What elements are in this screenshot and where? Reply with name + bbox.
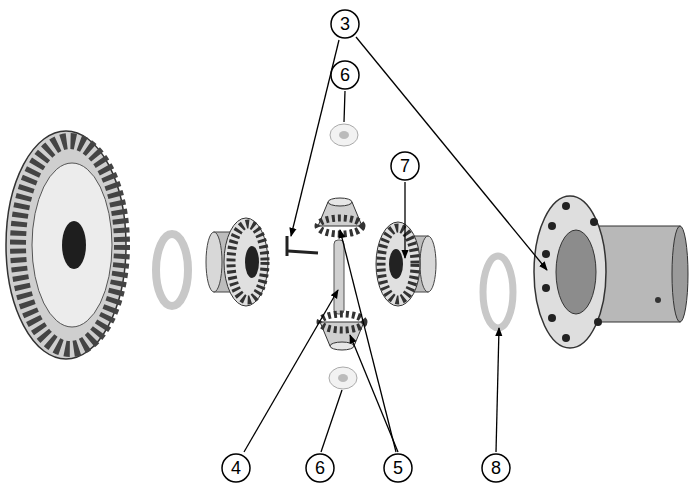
callout-circle: 6 xyxy=(305,453,335,483)
washer-hole xyxy=(338,374,348,382)
callout-circle: 4 xyxy=(221,453,251,483)
callout-circle: 3 xyxy=(330,9,360,39)
pinion-washer xyxy=(329,367,357,389)
callout-number: 8 xyxy=(491,459,501,477)
lock-pin xyxy=(287,236,318,256)
callout-number: 7 xyxy=(400,157,410,175)
callout-number: 6 xyxy=(315,459,325,477)
pinion-shaft xyxy=(334,240,344,314)
callout-number: 5 xyxy=(393,459,403,477)
side-gear xyxy=(206,218,268,306)
callout-circle: 6 xyxy=(330,60,360,90)
pinion-gear xyxy=(320,314,364,350)
side-gear xyxy=(376,222,436,306)
callout-number: 4 xyxy=(231,459,241,477)
callout-circle: 5 xyxy=(383,453,413,483)
callout-number: 3 xyxy=(340,15,350,33)
washer-hole xyxy=(339,131,349,139)
pinion-gear xyxy=(318,198,362,234)
callout-circle: 8 xyxy=(481,453,511,483)
thrust-washer xyxy=(156,234,188,306)
callout-number: 6 xyxy=(340,66,350,84)
ring-gear xyxy=(6,131,126,359)
callout-circle: 7 xyxy=(390,151,420,181)
differential-case xyxy=(534,196,688,348)
pinion-washer xyxy=(330,124,358,146)
leader-lines xyxy=(244,37,547,452)
thrust-washer xyxy=(483,256,513,328)
